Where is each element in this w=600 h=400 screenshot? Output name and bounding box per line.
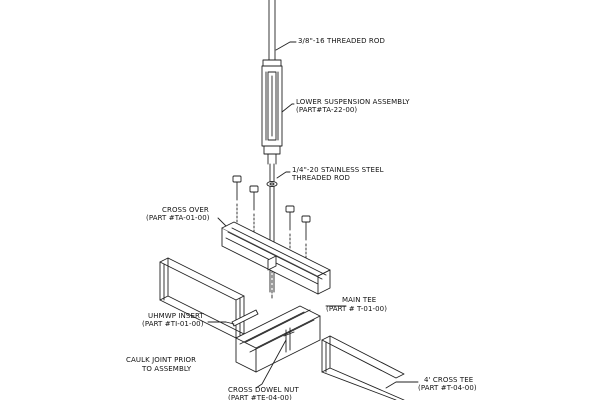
screw-icon (232, 175, 242, 233)
caulk-label-2: TO ASSEMBLY (142, 365, 192, 373)
screw-icon (249, 185, 259, 243)
turnbuckle-icon (261, 59, 283, 165)
uhmwp-insert (231, 309, 259, 327)
cross-tee-label: 4' CROSS TEE (424, 376, 474, 384)
stainless-rod-label: 1/4"-20 STAINLESS STEEL (292, 166, 384, 174)
screw-icon (285, 205, 295, 263)
uhmwp-label: UHMWP INSERT (148, 312, 204, 320)
left-angle-channel (159, 257, 245, 339)
cross-over-label: CROSS OVER (162, 206, 209, 214)
cross-over-part: (PART #TA-01-00) (146, 214, 210, 222)
lower-suspension-part: (PART#TA-22-00) (296, 106, 358, 114)
threaded-rod-upper (268, 0, 276, 63)
leader-lines (207, 41, 419, 389)
caulk-label: CAULK JOINT PRIOR (126, 356, 197, 364)
main-tee-channel (235, 305, 321, 373)
main-tee-part: (PART # T-01-00) (326, 305, 388, 313)
cross-over-channel (221, 221, 331, 295)
dowel-nut-label: CROSS DOWEL NUT (228, 386, 299, 394)
dowel-nut-part: (PART #TE-04-00) (228, 394, 292, 400)
cross-tee-channel (321, 335, 405, 400)
uhmwp-part: (PART #TI-01-00) (142, 320, 204, 328)
stainless-threaded-rod (266, 163, 278, 301)
threaded-rod-label: 3/8"-16 THREADED ROD (298, 37, 385, 45)
cross-tee-part: (PART #T-04-00) (418, 384, 477, 392)
washer-icon (266, 181, 278, 187)
lower-suspension-label: LOWER SUSPENSION ASSEMBLY (296, 98, 410, 106)
screw-icon (301, 215, 311, 271)
main-tee-label: MAIN TEE (342, 296, 377, 304)
stainless-rod-label-2: THREADED ROD (292, 174, 351, 182)
